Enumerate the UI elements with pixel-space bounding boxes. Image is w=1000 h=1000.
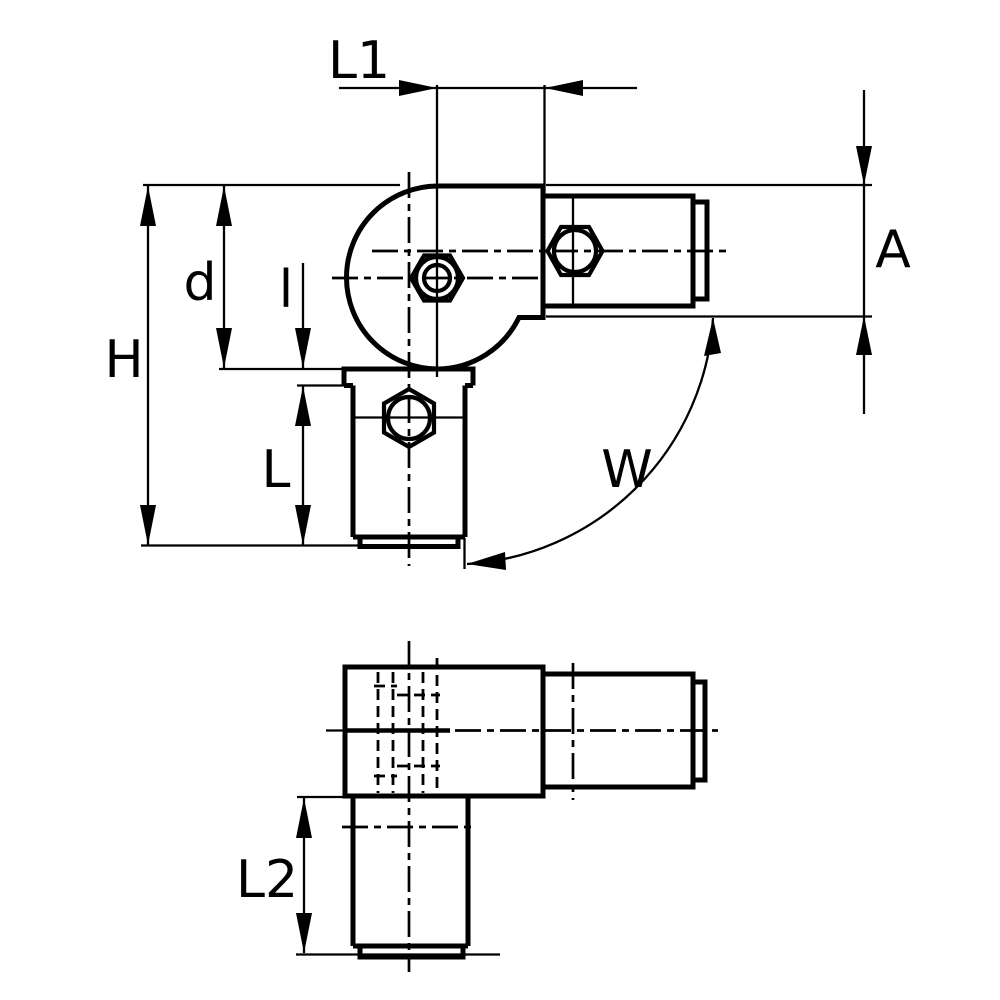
- dimension-a: A: [856, 90, 911, 414]
- l2-label: L2: [236, 850, 298, 910]
- w-label: W: [601, 440, 652, 500]
- a-arrow-up: [856, 316, 872, 355]
- l2-arrow-bottom: [296, 913, 312, 953]
- dimension-l2: L2: [236, 795, 500, 956]
- l-cap-arrow-bottom: [295, 505, 311, 545]
- dimensions-top-view: L1 H d l L: [104, 31, 911, 570]
- d-arrow-bottom: [216, 328, 232, 368]
- l1-label: L1: [328, 31, 390, 91]
- center-hex-nut: [408, 253, 466, 303]
- dimension-d: d: [183, 186, 232, 368]
- dimension-l-cap: L: [262, 386, 311, 545]
- side-vertical-arm-outline: [350, 796, 471, 949]
- dimension-l-small: l: [279, 260, 311, 368]
- d-arrow-top: [216, 186, 232, 226]
- w-arc: [466, 317, 715, 566]
- l-label: l: [279, 260, 293, 320]
- h-arrow-top: [140, 186, 156, 226]
- side-view: [326, 641, 718, 972]
- w-arrow-top: [704, 318, 721, 356]
- a-label: A: [875, 220, 911, 280]
- hidden-bore-lines: [374, 658, 440, 793]
- dimension-l1: L1: [328, 31, 637, 96]
- dimension-w: W: [466, 317, 721, 570]
- l2-arrow-top: [296, 798, 312, 838]
- l-cap-arrow-top: [295, 386, 311, 426]
- elbow-body-outline: [344, 183, 546, 372]
- l1-arrow-left: [545, 80, 583, 96]
- a-arrow-down: [856, 146, 872, 185]
- h-arrow-bottom: [140, 505, 156, 545]
- w-arrow-bottom: [467, 552, 506, 570]
- l1-arrow-right: [399, 80, 437, 96]
- l-cap-label: L: [262, 440, 291, 500]
- d-label: d: [183, 253, 216, 313]
- h-label: H: [104, 330, 143, 390]
- dimension-h: H: [104, 186, 156, 545]
- top-view: [332, 172, 726, 566]
- side-vertical-arm-end-cap: [357, 943, 466, 960]
- l-arrow-bottom: [295, 328, 311, 368]
